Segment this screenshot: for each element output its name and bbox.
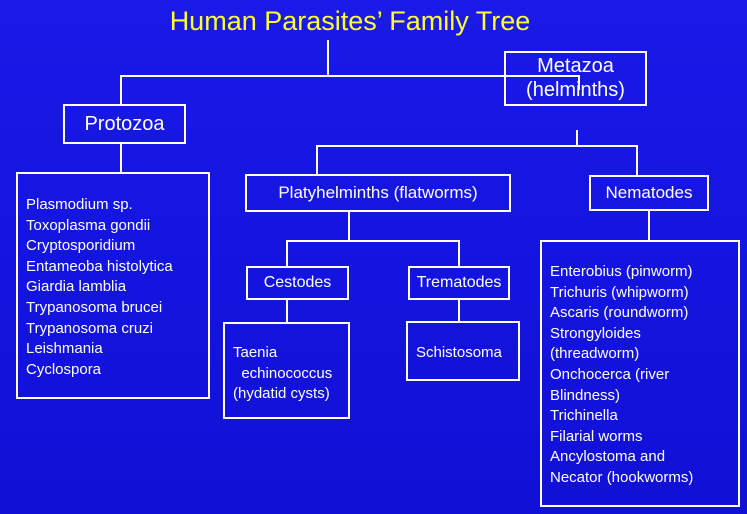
list-item: Ancylostoma and: [550, 448, 666, 466]
list-item: Trichuris (whipworm): [550, 283, 689, 301]
node-platyhelminths-label: Platyhelminths (flatworms): [278, 183, 478, 202]
list-item: Enterobius (pinworm): [550, 263, 693, 280]
list-item: Cryptosporidium: [26, 237, 136, 255]
list-item: Giardia lamblia: [26, 278, 127, 296]
connector: [578, 75, 580, 90]
list-item: Ascaris (roundworm): [550, 304, 689, 322]
list-item: (threadworm): [550, 345, 640, 363]
list-protozoa: Plasmodium sp. Toxoplasma gondii Cryptos…: [16, 172, 210, 399]
node-protozoa-label: Protozoa: [84, 112, 165, 135]
list-item: Strongyloides: [550, 324, 641, 342]
node-protozoa: Protozoa: [63, 104, 186, 144]
connector: [327, 40, 329, 76]
node-trematodes-label: Trematodes: [416, 274, 502, 291]
connector: [576, 130, 578, 146]
node-metazoa: Metazoa (helminths): [504, 51, 647, 106]
connector: [286, 240, 460, 242]
list-item: Onchocerca (river: [550, 365, 670, 383]
connector: [120, 143, 122, 174]
list-nematodes: Enterobius (pinworm) Trichuris (whipworm…: [540, 240, 740, 507]
list-item: Plasmodium sp.: [26, 196, 133, 213]
list-item: Toxoplasma gondii: [26, 216, 151, 234]
list-item: Trypanosoma cruzi: [26, 319, 153, 337]
node-platyhelminths: Platyhelminths (flatworms): [245, 174, 511, 212]
node-metazoa-label: Metazoa: [537, 55, 614, 77]
list-cestodes: Taenia echinococcus (hydatid cysts): [223, 322, 350, 419]
connector: [120, 75, 580, 77]
list-trematodes: Schistosoma: [406, 321, 520, 381]
list-item: Filarial worms: [550, 427, 643, 445]
node-nematodes: Nematodes: [589, 175, 709, 211]
connector: [648, 209, 650, 241]
list-item: Trichinella: [550, 407, 618, 425]
node-cestodes: Cestodes: [246, 266, 349, 300]
connector: [458, 298, 460, 322]
connector: [348, 210, 350, 241]
list-item: echinococcus: [233, 364, 333, 382]
connector: [316, 145, 638, 147]
list-item: Necator (hookworms): [550, 468, 694, 486]
list-item: Entameoba histolytica: [26, 257, 173, 275]
connector: [120, 75, 122, 105]
list-item: Blindness): [550, 386, 621, 404]
node-metazoa-sublabel: (helminths): [526, 79, 625, 101]
list-item: (hydatid cysts): [233, 385, 330, 403]
list-item: Trypanosoma brucei: [26, 298, 163, 316]
list-item: Cyclospora: [26, 360, 102, 378]
node-cestodes-label: Cestodes: [263, 274, 332, 291]
node-trematodes: Trematodes: [408, 266, 510, 300]
connector: [286, 298, 288, 323]
connector: [316, 145, 318, 176]
list-item: Schistosoma: [416, 344, 502, 361]
connector: [286, 240, 288, 267]
node-nematodes-label: Nematodes: [605, 183, 693, 202]
connector: [458, 240, 460, 267]
list-item: Leishmania: [26, 340, 103, 358]
connector: [636, 145, 638, 177]
list-item: Taenia: [233, 344, 278, 361]
page-title: Human Parasites’ Family Tree: [169, 6, 531, 36]
